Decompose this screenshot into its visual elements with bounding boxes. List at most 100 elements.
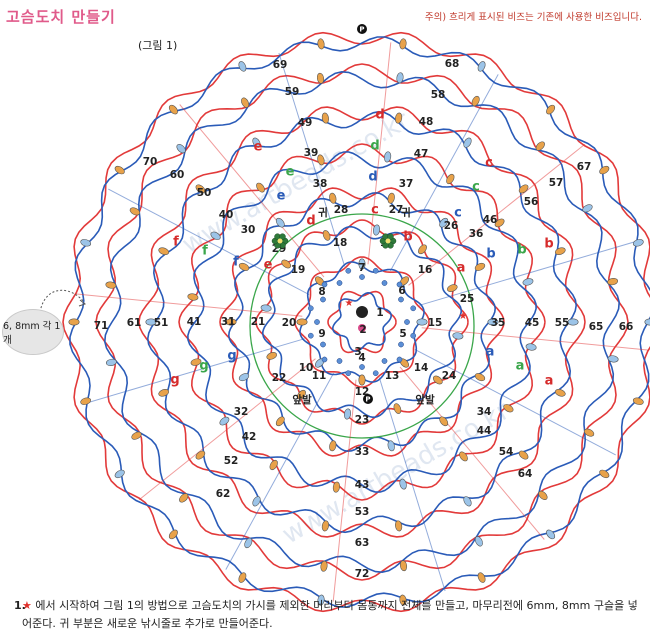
start-marker-icon <box>357 24 367 34</box>
bead <box>321 520 329 532</box>
bead <box>244 537 253 549</box>
flower-center-icon <box>277 238 283 244</box>
bead <box>129 207 141 216</box>
bead <box>446 173 455 185</box>
bead <box>195 450 206 460</box>
bead <box>439 416 449 427</box>
bead <box>320 560 328 572</box>
ring-number-label: 30 <box>241 224 256 236</box>
ring-number-label: 47 <box>414 148 429 160</box>
bead <box>168 104 178 115</box>
row-letter-label: d <box>368 170 377 185</box>
bead <box>187 293 199 301</box>
row-letter-label: b <box>517 243 526 258</box>
row-letter-label: e <box>286 165 295 180</box>
bead <box>582 204 593 213</box>
ring-number-label: 72 <box>355 568 370 580</box>
bead <box>384 151 392 163</box>
bead <box>599 165 610 175</box>
ring-path <box>95 63 629 581</box>
row-letter-label: g <box>170 373 179 388</box>
bead <box>487 318 499 326</box>
bead <box>297 389 306 400</box>
spoke-line <box>75 293 303 317</box>
bead <box>68 318 80 326</box>
inner-bead <box>336 280 343 286</box>
ring-number-label: 37 <box>399 178 414 190</box>
inner-bead <box>345 267 352 274</box>
ear-tag: 귀 <box>318 206 328 219</box>
ring-number-label: 25 <box>460 293 475 305</box>
bead <box>176 143 186 154</box>
bead <box>418 244 427 255</box>
inner-bead <box>398 296 404 303</box>
spoke-paths <box>75 42 649 602</box>
spoke-line <box>278 52 346 267</box>
step-text: 에서 시작하여 그림 1의 방법으로 고슴도치의 가시를 제외한 머리부터 몸통… <box>22 599 638 630</box>
ring-number-label: 48 <box>419 116 434 128</box>
inner-bead <box>321 356 328 363</box>
bead <box>546 104 556 115</box>
end-marker-icon <box>363 394 373 404</box>
flower-petal-icon <box>279 233 286 240</box>
ring-number-label: 59 <box>285 86 300 98</box>
ring-number-label: 11 <box>312 370 327 382</box>
bead <box>114 165 125 175</box>
ring-number-label: 23 <box>355 414 370 426</box>
page-title: 고슴도치 만들기 <box>6 8 116 26</box>
bead <box>567 318 579 326</box>
row-letter-label: f <box>173 235 179 250</box>
bead <box>329 192 337 204</box>
bead <box>266 352 277 360</box>
ring-number-label: 51 <box>154 317 169 329</box>
bead <box>463 137 472 148</box>
bead <box>269 459 278 471</box>
row-letter-label: d <box>306 214 315 229</box>
bead <box>387 192 395 204</box>
ring-number-label: 18 <box>333 237 348 249</box>
spoke-line <box>389 74 499 272</box>
bead <box>554 389 566 397</box>
bead <box>80 239 92 247</box>
bead <box>525 343 537 351</box>
row-letter-label: g <box>227 349 236 364</box>
bead-layer <box>68 38 650 606</box>
bead <box>358 258 366 270</box>
inner-bead <box>398 341 404 348</box>
front-foot-tag: 앞발 <box>415 393 435 406</box>
ring-number-label: 63 <box>355 537 370 549</box>
instruction-text: 1. ★ 에서 시작하여 그림 1의 방법으로 고슴도치의 가시를 제외한 머리… <box>14 597 647 633</box>
ring-number-label: 3 <box>354 346 361 358</box>
callout-arrow <box>39 289 85 313</box>
bead <box>332 481 340 493</box>
bead <box>275 217 285 228</box>
row-letter-label: c <box>371 203 379 218</box>
bead <box>471 95 480 107</box>
spoke-line <box>108 188 310 296</box>
inner-bead <box>381 358 388 364</box>
inner-bead <box>396 281 403 288</box>
bead <box>105 358 117 366</box>
start-star-icon: ★ <box>345 298 354 309</box>
ring-path <box>255 219 469 425</box>
ring-number-label: 38 <box>313 178 328 190</box>
bead <box>317 154 325 166</box>
ring-number-label: 31 <box>221 316 236 328</box>
ring-number-label: 52 <box>224 455 239 467</box>
bead <box>399 594 407 606</box>
inner-bead <box>410 332 417 339</box>
ring-number-label: 7 <box>358 262 365 274</box>
bead-size-callout: 6, 8mm 각 1개 <box>2 309 64 355</box>
bead <box>452 332 464 340</box>
spoke-line <box>332 379 357 602</box>
ring-number-label: 9 <box>318 328 325 340</box>
ring-number-label: 50 <box>197 187 212 199</box>
inner-bead <box>307 332 314 339</box>
bead <box>399 560 408 572</box>
spoke-line <box>378 377 446 592</box>
bead <box>256 182 265 193</box>
bead <box>210 231 221 240</box>
bead <box>399 478 407 490</box>
nose-bead <box>358 324 366 332</box>
